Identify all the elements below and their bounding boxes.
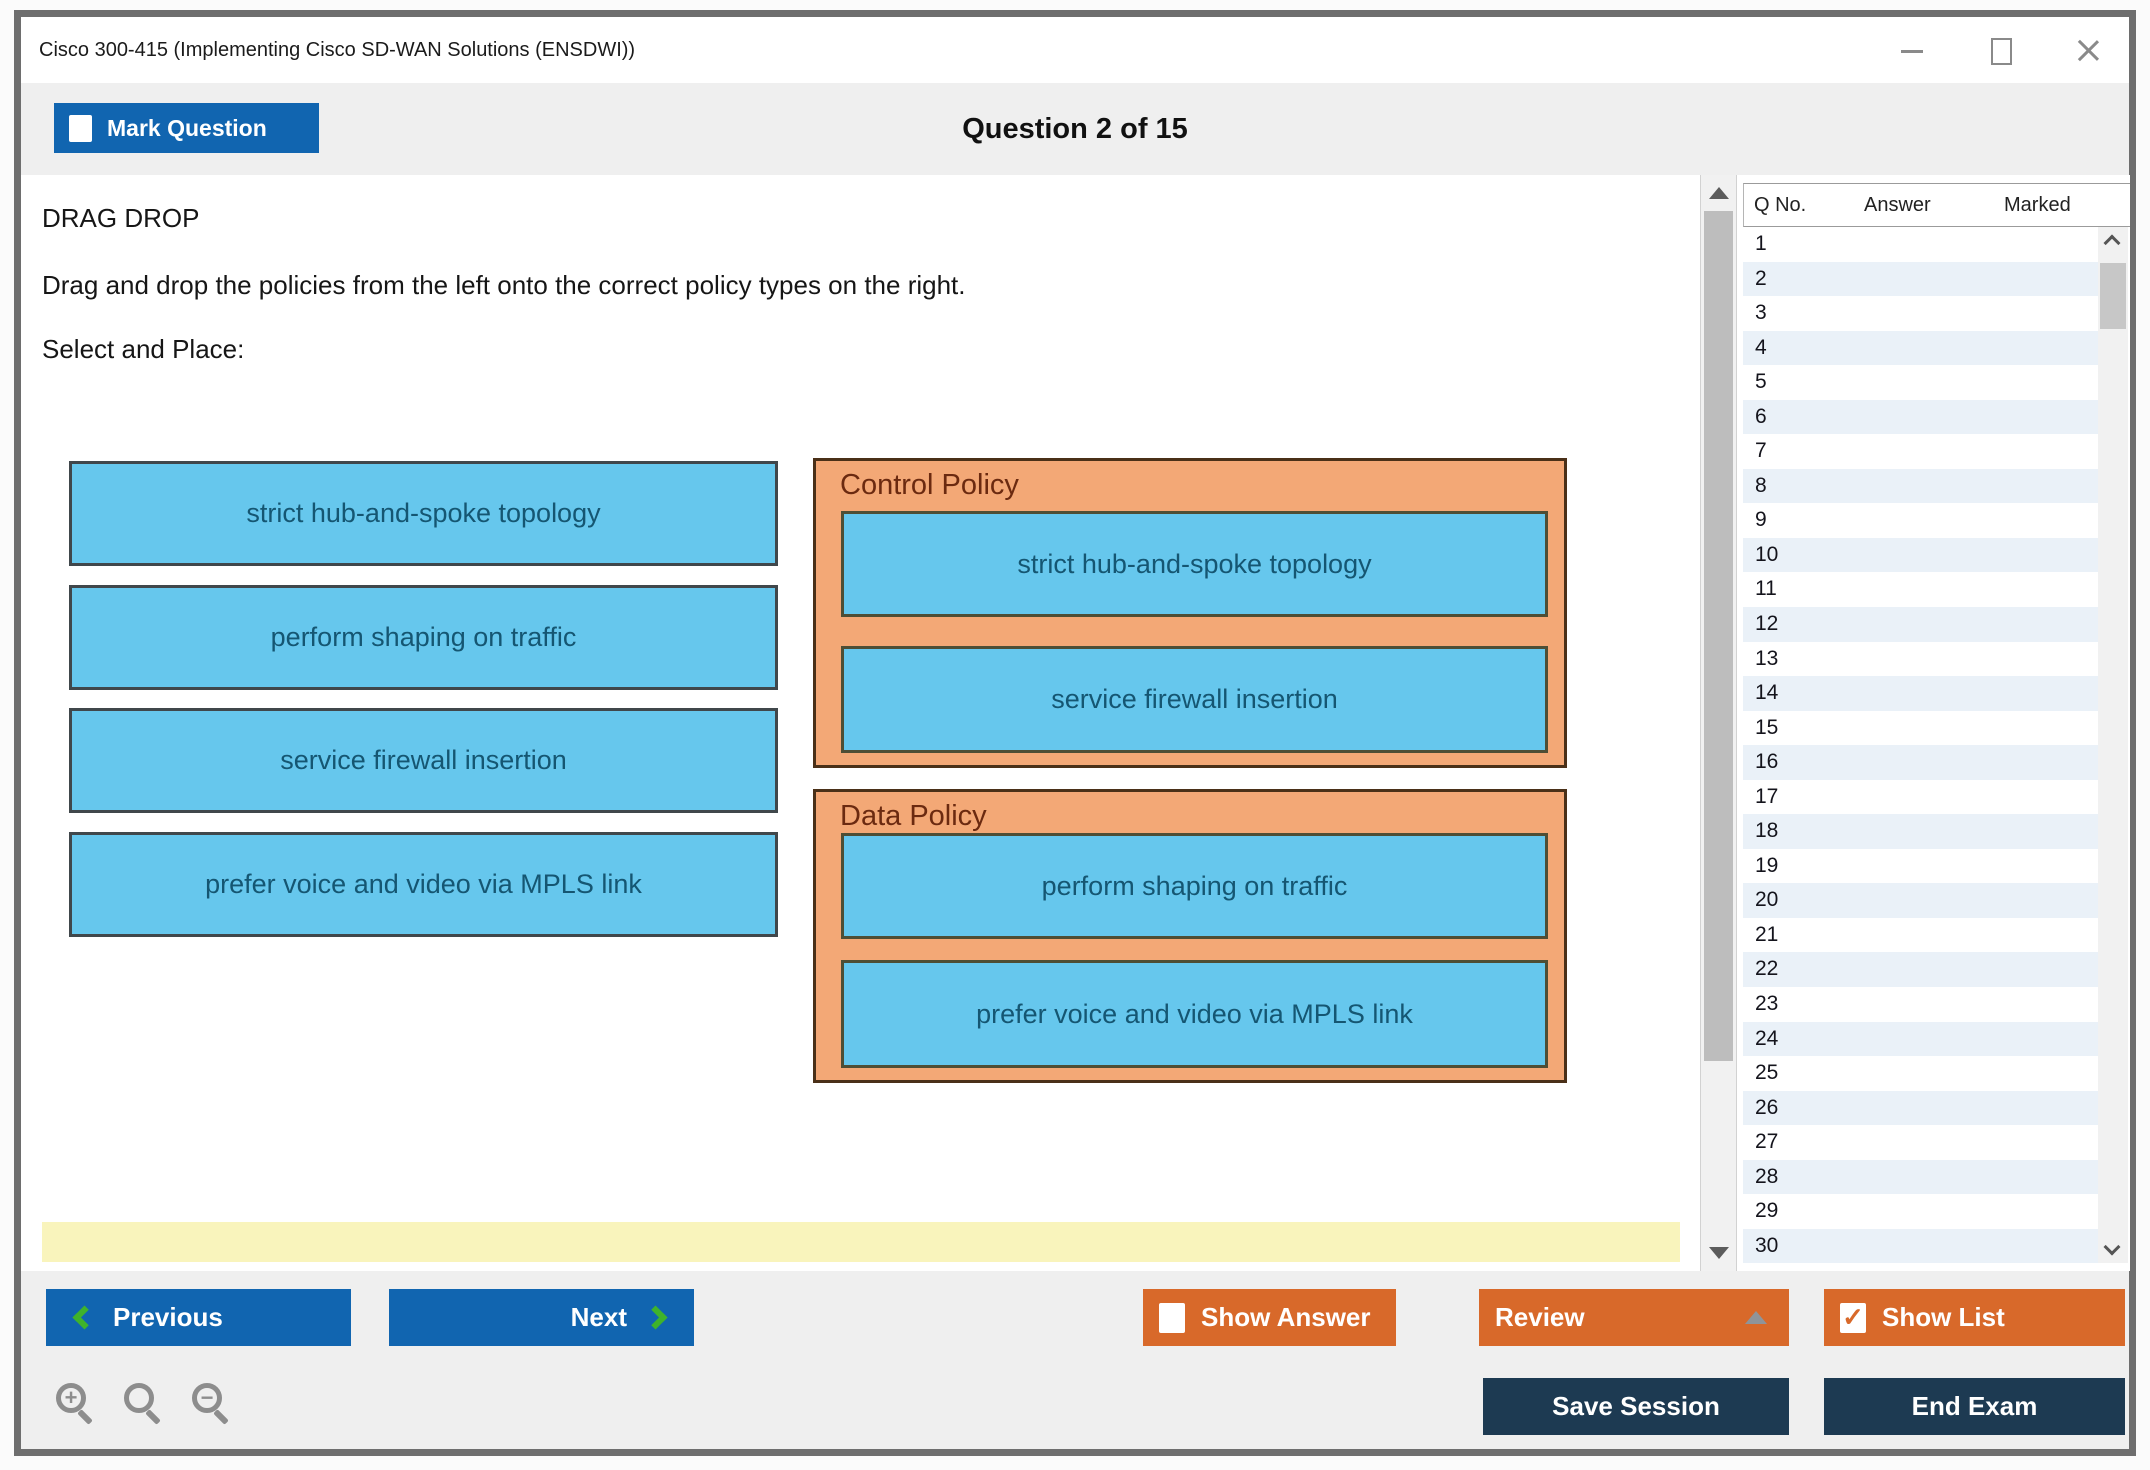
next-button[interactable]: Next <box>389 1289 694 1346</box>
drop-group-data-policy[interactable]: Data Policy perform shaping on traffic p… <box>813 789 1567 1083</box>
footer-bar: Previous Next Show Answer Review ✓ Show … <box>21 1271 2129 1449</box>
chevron-left-icon <box>72 1305 97 1330</box>
question-row[interactable]: 11 <box>1743 572 2098 608</box>
question-type-label: DRAG DROP <box>42 203 200 233</box>
question-row[interactable]: 19 <box>1743 848 2098 884</box>
zoom-controls: + − <box>56 1383 234 1425</box>
question-row[interactable]: 17 <box>1743 779 2098 815</box>
question-row[interactable]: 14 <box>1743 676 2098 711</box>
mark-question-label: Mark Question <box>107 114 267 141</box>
dropped-item[interactable]: service firewall insertion <box>841 646 1548 753</box>
scrollbar-thumb[interactable] <box>2100 263 2126 329</box>
end-exam-button[interactable]: End Exam <box>1824 1378 2125 1435</box>
question-row[interactable]: 9 <box>1743 503 2098 538</box>
close-icon[interactable] <box>2073 35 2103 65</box>
question-instruction: Drag and drop the policies from the left… <box>42 270 966 300</box>
question-row[interactable]: 4 <box>1743 330 2098 366</box>
show-list-label: Show List <box>1882 1302 2005 1332</box>
question-body: DRAG DROP Drag and drop the policies fro… <box>21 175 2130 1271</box>
question-list-rows: 1 2 3 4 5 6 7 8 9 10 11 12 13 14 15 16 1 <box>1743 227 2098 1263</box>
maximize-icon[interactable] <box>1985 35 2015 65</box>
question-row[interactable]: 5 <box>1743 365 2098 400</box>
zoom-in-icon[interactable]: + <box>56 1383 98 1425</box>
question-row[interactable]: 8 <box>1743 468 2098 504</box>
question-row[interactable]: 10 <box>1743 537 2098 573</box>
question-row[interactable]: 7 <box>1743 434 2098 469</box>
title-bar: Cisco 300-415 (Implementing Cisco SD-WAN… <box>21 17 2129 83</box>
question-row[interactable]: 15 <box>1743 710 2098 746</box>
previous-label: Previous <box>113 1302 223 1332</box>
question-row[interactable]: 3 <box>1743 296 2098 331</box>
review-label: Review <box>1495 1302 1585 1332</box>
question-row[interactable]: 28 <box>1743 1159 2098 1195</box>
drag-item[interactable]: perform shaping on traffic <box>69 585 778 690</box>
question-row[interactable]: 22 <box>1743 952 2098 988</box>
column-header-answer: Answer <box>1864 193 1931 216</box>
question-row[interactable]: 12 <box>1743 607 2098 642</box>
drag-item[interactable]: service firewall insertion <box>69 708 778 813</box>
question-counter: Question 2 of 15 <box>962 113 1188 145</box>
scroll-down-icon[interactable] <box>1709 1247 1729 1259</box>
scroll-up-icon[interactable] <box>1709 187 1729 199</box>
question-row[interactable]: 2 <box>1743 261 2098 297</box>
previous-button[interactable]: Previous <box>46 1289 351 1346</box>
minimize-icon[interactable] <box>1897 35 1927 65</box>
show-list-button[interactable]: ✓ Show List <box>1824 1289 2125 1346</box>
question-row[interactable]: 18 <box>1743 814 2098 849</box>
chevron-right-icon <box>643 1305 668 1330</box>
question-row[interactable]: 1 <box>1743 227 2098 262</box>
window-controls <box>1897 17 2103 83</box>
question-row[interactable]: 27 <box>1743 1125 2098 1160</box>
question-row[interactable]: 13 <box>1743 641 2098 677</box>
content-scrollbar[interactable] <box>1700 175 1737 1271</box>
drag-item[interactable]: strict hub-and-spoke topology <box>69 461 778 566</box>
drag-item[interactable]: prefer voice and video via MPLS link <box>69 832 778 937</box>
show-answer-button[interactable]: Show Answer <box>1143 1289 1396 1346</box>
scroll-up-icon[interactable] <box>2103 234 2121 252</box>
question-row[interactable]: 16 <box>1743 745 2098 780</box>
next-label: Next <box>570 1302 627 1332</box>
magnifier-icon[interactable] <box>124 1383 166 1425</box>
mark-question-button[interactable]: Mark Question <box>54 103 319 153</box>
question-row[interactable]: 23 <box>1743 987 2098 1022</box>
question-row[interactable]: 29 <box>1743 1194 2098 1229</box>
scrollbar-thumb[interactable] <box>1704 211 1733 1061</box>
window-title: Cisco 300-415 (Implementing Cisco SD-WAN… <box>39 39 636 61</box>
header-strip: Question 2 of 15 Mark Question <box>21 83 2129 175</box>
drop-group-title: Data Policy <box>840 800 987 832</box>
review-button[interactable]: Review <box>1479 1289 1789 1346</box>
question-list-header: Q No. Answer Marked <box>1743 183 2130 227</box>
select-and-place-label: Select and Place: <box>42 334 245 364</box>
zoom-out-icon[interactable]: − <box>192 1383 234 1425</box>
question-row[interactable]: 30 <box>1743 1228 2098 1263</box>
column-header-marked: Marked <box>2004 193 2071 216</box>
question-list-scrollbar[interactable] <box>2098 227 2128 1263</box>
dropped-item[interactable]: strict hub-and-spoke topology <box>841 511 1548 617</box>
question-list-panel: Q No. Answer Marked 1 2 3 4 5 6 7 8 9 10… <box>1743 175 2130 1271</box>
question-row[interactable]: 25 <box>1743 1056 2098 1091</box>
save-session-label: Save Session <box>1552 1391 1720 1421</box>
scroll-down-icon[interactable] <box>2103 1238 2121 1256</box>
question-row[interactable]: 21 <box>1743 917 2098 953</box>
question-row[interactable]: 6 <box>1743 399 2098 435</box>
question-row[interactable]: 24 <box>1743 1021 2098 1057</box>
dropped-item[interactable]: perform shaping on traffic <box>841 833 1548 939</box>
end-exam-label: End Exam <box>1911 1391 2038 1421</box>
mark-question-checkbox[interactable] <box>69 114 92 142</box>
drop-group-control-policy[interactable]: Control Policy strict hub-and-spoke topo… <box>813 458 1567 768</box>
question-row[interactable]: 20 <box>1743 883 2098 918</box>
column-header-qno: Q No. <box>1754 193 1807 216</box>
show-answer-checkbox[interactable] <box>1159 1302 1185 1333</box>
question-row[interactable]: 26 <box>1743 1090 2098 1126</box>
dropped-item[interactable]: prefer voice and video via MPLS link <box>841 960 1548 1068</box>
triangle-up-icon <box>1745 1311 1767 1324</box>
show-list-checkbox[interactable]: ✓ <box>1840 1302 1866 1333</box>
app-window: Cisco 300-415 (Implementing Cisco SD-WAN… <box>14 10 2136 1456</box>
highlight-strip <box>42 1222 1680 1262</box>
drop-group-title: Control Policy <box>840 469 1019 501</box>
save-session-button[interactable]: Save Session <box>1483 1378 1789 1435</box>
show-answer-label: Show Answer <box>1201 1302 1371 1332</box>
